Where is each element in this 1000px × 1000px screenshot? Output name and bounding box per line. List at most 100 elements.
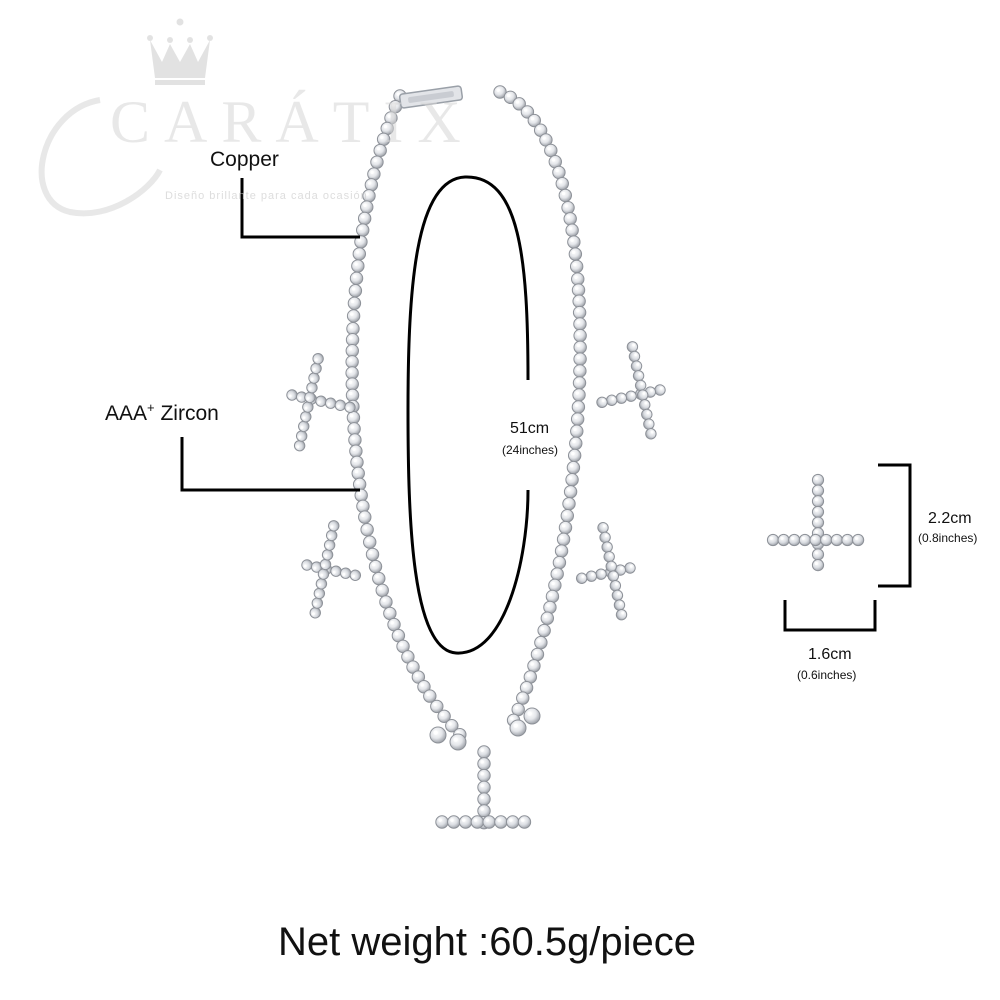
length-imperial: (24inches) xyxy=(502,443,559,457)
chain-stone xyxy=(512,97,526,111)
chain-stone xyxy=(345,332,360,347)
chain-stone xyxy=(365,547,380,562)
length-measure-loop xyxy=(406,175,530,655)
chain-stone xyxy=(351,259,365,273)
cross-stone xyxy=(601,541,613,553)
chain-stone-glint xyxy=(370,170,374,174)
chain-stone-glint xyxy=(555,558,560,563)
cross-stone-glint xyxy=(581,574,585,578)
chain-stone xyxy=(527,659,541,673)
chain-stone xyxy=(349,271,364,286)
cross-stone xyxy=(643,418,655,430)
chain-stone-glint xyxy=(354,469,359,474)
cross-stone xyxy=(630,360,643,372)
chain-stone xyxy=(357,211,372,226)
cross-charm xyxy=(435,745,532,830)
chain-stone xyxy=(509,719,527,737)
chain-stone xyxy=(569,259,584,274)
chain-stone-glint xyxy=(566,488,571,492)
cross-stone xyxy=(634,379,647,392)
cross-stone-glint xyxy=(311,612,315,616)
cross-stone xyxy=(603,551,615,563)
cross-stone xyxy=(315,578,328,590)
chain-stone-glint xyxy=(496,88,500,92)
chain-stone xyxy=(562,497,576,511)
cross-charms xyxy=(286,341,865,830)
cross-stone-glint xyxy=(308,387,312,391)
chain-stone-glint xyxy=(396,92,400,96)
cross-stone xyxy=(458,815,473,829)
cross-stone xyxy=(311,597,324,609)
cross-stone xyxy=(605,394,618,406)
stone-label: AAA+ Zircon xyxy=(105,400,219,426)
chain-stone-glint xyxy=(355,250,360,254)
chain-stone xyxy=(370,155,384,169)
chain-stone xyxy=(556,532,571,547)
material-label: Copper xyxy=(210,148,279,171)
chain-stone-glint xyxy=(383,124,388,129)
chain-stone-glint xyxy=(350,312,354,316)
chain-stone xyxy=(540,611,555,625)
chain-stone-glint xyxy=(363,203,367,207)
cross-stone xyxy=(820,533,833,547)
cross-stone xyxy=(477,757,491,771)
cross-stone-glint xyxy=(814,508,818,512)
chain-stone-glint xyxy=(348,391,353,396)
chain-stone xyxy=(348,433,362,447)
chain-stone-glint xyxy=(540,626,545,631)
chain-stone xyxy=(430,699,444,714)
chain-stone-glint xyxy=(348,358,353,362)
cross-stone-glint xyxy=(296,445,300,449)
cross-stone xyxy=(811,495,825,508)
chain-stone-glint xyxy=(574,415,578,419)
chain-stone-glint xyxy=(348,347,353,351)
cross-stone xyxy=(349,569,362,581)
chain-stone-glint xyxy=(414,673,419,677)
chain-stone-glint xyxy=(574,286,579,290)
chain-stone xyxy=(383,606,397,621)
cross-stone-glint xyxy=(312,368,316,372)
cross-stone xyxy=(477,780,491,795)
chain-stone xyxy=(571,400,586,414)
height-bracket xyxy=(878,463,912,588)
chain-stone-glint xyxy=(533,650,538,655)
cross-stone-glint xyxy=(604,534,608,537)
chain-stone xyxy=(349,444,363,458)
chain-stone xyxy=(346,410,361,425)
cross-stone-glint xyxy=(854,536,859,540)
cross-stone-glint xyxy=(316,593,319,597)
chain-stone-glint xyxy=(363,526,368,530)
chain-stone-glint xyxy=(546,603,550,608)
cross-stone-glint xyxy=(317,400,321,404)
chain-stone-glint xyxy=(359,226,363,230)
chain-stone xyxy=(573,364,587,378)
cross-stone xyxy=(626,341,639,353)
cross-stone xyxy=(613,599,626,611)
cross-stone-glint xyxy=(621,611,625,615)
chain-stone xyxy=(552,555,567,570)
chain-stone-glint xyxy=(555,168,559,173)
chain-stone xyxy=(570,412,585,426)
chain-stone-glint xyxy=(351,436,355,440)
chain-stone xyxy=(352,247,367,261)
chain-stone-glint xyxy=(576,343,581,348)
cross-stone xyxy=(447,815,461,829)
cross-stone xyxy=(309,607,321,619)
chain-stone xyxy=(573,328,587,343)
chain-stone xyxy=(569,436,583,451)
chain-stone xyxy=(565,473,579,487)
chain-stone-glint xyxy=(357,238,361,242)
cross-stone-glint xyxy=(600,570,604,574)
cross-stone-glint xyxy=(342,572,346,576)
chain-stone-glint xyxy=(361,513,365,517)
cross-stone-glint xyxy=(814,561,818,566)
cross-stone-glint xyxy=(300,426,304,430)
cross-stone xyxy=(334,399,347,411)
cross-stone-glint xyxy=(791,536,795,540)
cross-stone-glint xyxy=(320,573,324,577)
cross-stone-glint xyxy=(606,543,610,547)
chain-stone-glint xyxy=(351,287,356,291)
cross-stone-glint xyxy=(630,392,634,396)
cross-stone-glint xyxy=(642,391,646,395)
